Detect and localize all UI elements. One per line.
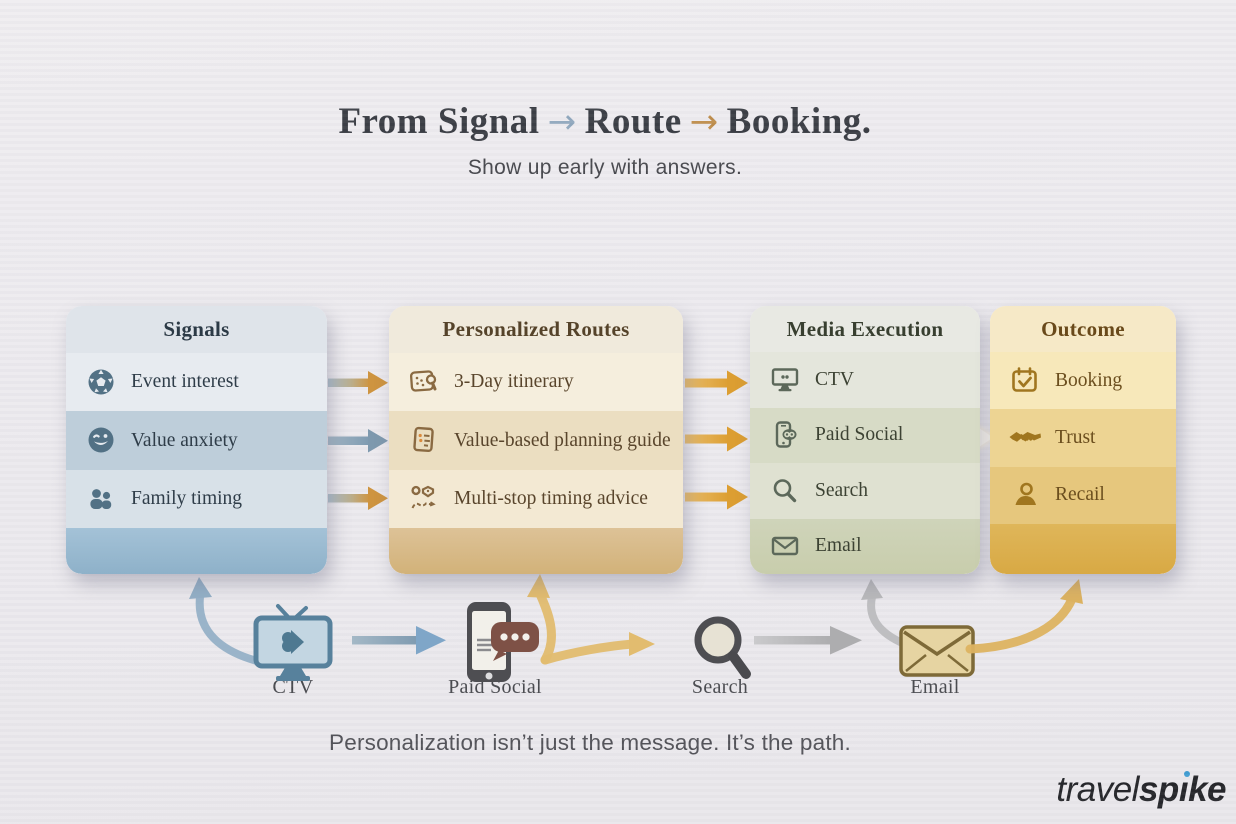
row-search: Search — [750, 463, 980, 519]
row-label: 3-Day itinerary — [454, 371, 574, 393]
paid-social-phone-icon — [467, 602, 539, 682]
panel-routes-header: Personalized Routes — [389, 306, 683, 353]
arrow-ctv-to-paidsocial — [352, 626, 446, 655]
search-magnifier-icon — [694, 616, 751, 679]
row-label: Family timing — [131, 487, 243, 509]
title-arrow-blue-icon: → — [547, 102, 577, 142]
panel-signals-footer — [66, 527, 327, 574]
panel-routes-footer — [389, 527, 683, 574]
title-arrow-gold-icon: → — [689, 102, 719, 142]
panel-routes: Personalized Routes 3-Day itinerary Valu… — [389, 306, 683, 574]
arrows-signals-to-routes — [328, 371, 388, 510]
title-part-signal: From Signal — [338, 101, 540, 142]
row-label: Email — [815, 535, 862, 557]
row-trust: Trust — [990, 409, 1176, 467]
row-label: Value-based planning guide — [454, 429, 671, 451]
logo-travel: travel — [1056, 770, 1139, 809]
row-3day-itinerary: 3-Day itinerary — [389, 353, 683, 412]
row-paid-social: Paid Social — [750, 407, 980, 463]
title-part-booking: Booking. — [726, 101, 872, 142]
ctv-monitor-icon — [767, 364, 803, 396]
row-label: Event interest — [131, 371, 239, 393]
booking-calendar-icon — [1007, 365, 1043, 397]
curve-arrow-email-to-outcome — [965, 579, 1083, 654]
arrows-routes-to-media — [685, 370, 748, 510]
smiley-icon — [83, 425, 119, 455]
row-booking: Booking — [990, 352, 1176, 410]
phone-social-icon — [767, 419, 803, 451]
email-envelope-icon — [899, 625, 975, 677]
row-value-based-guide: Value-based planning guide — [389, 411, 683, 470]
row-label: Multi-stop timing advice — [454, 487, 648, 509]
family-people-icon — [83, 484, 119, 514]
row-label: Recail — [1055, 484, 1105, 506]
person-icon — [1007, 479, 1043, 511]
curve-arrow-paidsocial-split — [527, 574, 655, 665]
email-icon — [767, 530, 803, 562]
row-multistop-advice: Multi-stop timing advice — [389, 469, 683, 528]
logo-blue-dot-icon — [1183, 771, 1190, 777]
channel-label-search: Search — [691, 676, 749, 698]
arrow-search-to-email — [754, 626, 862, 655]
tagline: Personalization isn’t just the message. … — [329, 730, 851, 755]
map-route-icon — [406, 483, 442, 515]
handshake-icon — [1007, 423, 1043, 453]
row-email: Email — [750, 518, 980, 574]
itinerary-calendar-icon — [406, 366, 442, 398]
row-label: CTV — [815, 368, 854, 390]
row-event-interest: Event interest — [66, 353, 327, 412]
channel-label-ctv: CTV — [272, 676, 314, 698]
ctv-tv-icon — [253, 604, 333, 681]
row-label: Value anxiety — [131, 429, 238, 451]
soccer-ball-icon — [83, 367, 119, 397]
row-label: Search — [815, 479, 869, 501]
panel-signals: Signals Event interest Value anxiety Fam… — [66, 306, 327, 574]
row-label: Booking — [1055, 369, 1123, 391]
panel-outcome: Outcome Booking Trust Recail — [990, 306, 1176, 574]
logo-spike-pre: sp — [1138, 770, 1179, 809]
panel-outcome-footer — [990, 523, 1176, 574]
row-value-anxiety: Value anxiety — [66, 411, 327, 470]
row-label: Paid Social — [815, 424, 904, 446]
row-ctv: CTV — [750, 352, 980, 408]
panel-outcome-header: Outcome — [990, 306, 1176, 352]
title-part-route: Route — [584, 101, 682, 142]
channel-label-email: Email — [910, 676, 960, 698]
planning-guide-icon — [406, 424, 442, 456]
logo-spike-i: ı — [1178, 770, 1189, 809]
channel-label-paid-social: Paid Social — [448, 676, 542, 698]
row-recail: Recail — [990, 466, 1176, 524]
row-label: Trust — [1055, 427, 1096, 449]
panel-media-execution: Media Execution CTV Paid Social Search E… — [750, 306, 980, 574]
page-title: From Signal→Route→Booking. — [0, 100, 1210, 143]
search-icon — [767, 475, 803, 507]
logo-spike-post: ke — [1188, 770, 1226, 809]
row-family-timing: Family timing — [66, 469, 327, 528]
panel-media-header: Media Execution — [750, 306, 980, 352]
subtitle: Show up early with answers. — [467, 156, 743, 179]
panel-signals-header: Signals — [66, 306, 327, 353]
